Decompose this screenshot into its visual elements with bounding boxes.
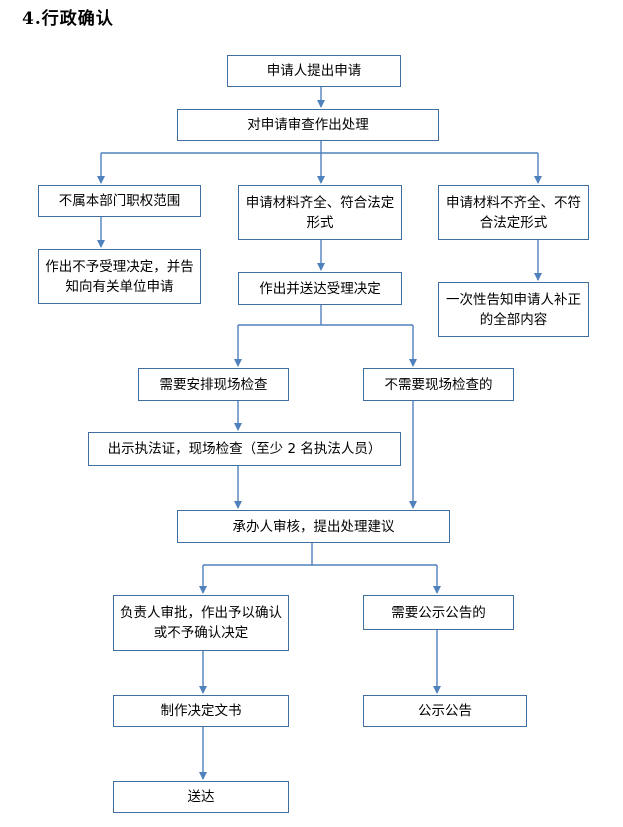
edge-review-branch <box>101 141 538 154</box>
node-show-cert: 出示执法证，现场检查（至少 2 名执法人员） <box>88 432 401 466</box>
node-need-publish: 需要公示公告的 <box>363 595 514 630</box>
node-make-doc: 制作决定文书 <box>113 695 289 727</box>
edge-handler-branch <box>203 543 437 566</box>
node-accept: 作出并送达受理决定 <box>238 272 402 305</box>
node-review: 对申请审查作出处理 <box>177 109 439 141</box>
node-no-check: 不需要现场检查的 <box>363 368 514 401</box>
node-notify: 一次性告知申请人补正的全部内容 <box>438 282 589 337</box>
node-approve: 负责人审批，作出予以确认或不予确认决定 <box>113 595 289 651</box>
node-handler: 承办人审核，提出处理建议 <box>177 510 450 543</box>
node-incomplete: 申请材料不齐全、不符合法定形式 <box>438 185 589 240</box>
edge-accept-branch <box>238 305 413 326</box>
node-deliver: 送达 <box>113 781 289 813</box>
node-complete: 申请材料齐全、符合法定形式 <box>238 185 402 240</box>
node-not-scope: 不属本部门职权范围 <box>38 185 201 217</box>
node-reject: 作出不予受理决定，并告知向有关单位申请 <box>38 249 201 304</box>
node-need-check: 需要安排现场检查 <box>138 368 289 401</box>
node-apply: 申请人提出申请 <box>227 55 401 87</box>
node-publish: 公示公告 <box>363 695 527 727</box>
section-title: 4.行政确认 <box>22 9 114 29</box>
